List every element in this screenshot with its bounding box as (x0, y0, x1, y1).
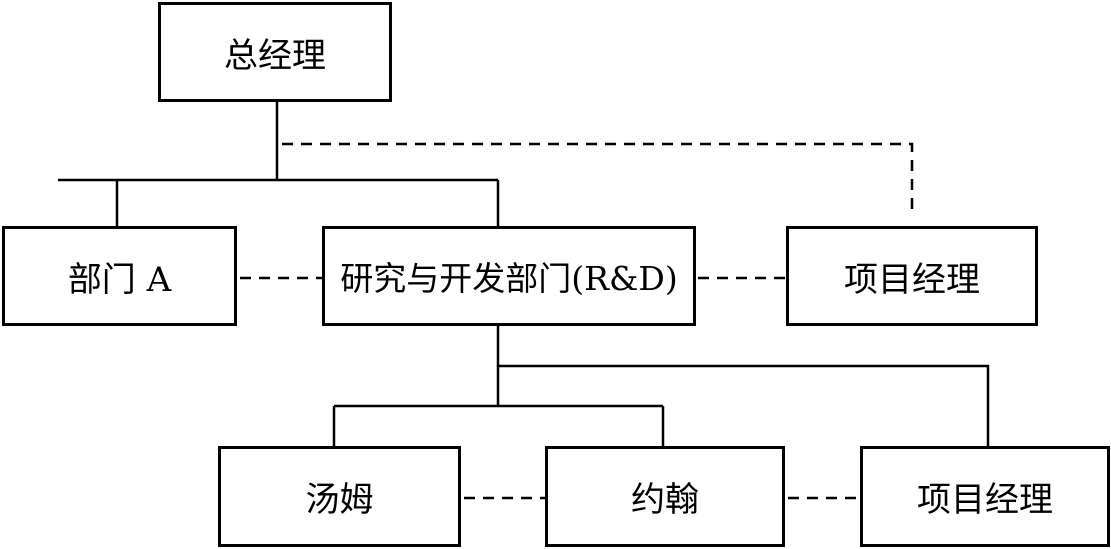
tom-label: 汤姆 (305, 480, 374, 520)
rd-department-label: 研究与开发部门(R&D) (340, 259, 678, 298)
tom-box: 汤姆 (218, 446, 461, 547)
rd-department-box: 研究与开发部门(R&D) (322, 226, 696, 326)
gm-to-pm-dashed (282, 142, 914, 213)
general-manager-box: 总经理 (158, 2, 392, 102)
department-a-label: 部门 A (67, 259, 172, 300)
john-label: 约翰 (631, 480, 699, 520)
project-manager-top-box: 项目经理 (786, 226, 1038, 326)
john-box: 约翰 (545, 446, 785, 547)
department-a-box: 部门 A (2, 226, 237, 326)
project-manager-bottom-box: 项目经理 (860, 446, 1110, 547)
project-manager-bottom-label: 项目经理 (917, 480, 1053, 520)
rd-trunk-line (496, 326, 990, 446)
general-manager-label: 总经理 (224, 35, 326, 76)
project-manager-top-label: 项目经理 (844, 259, 980, 300)
